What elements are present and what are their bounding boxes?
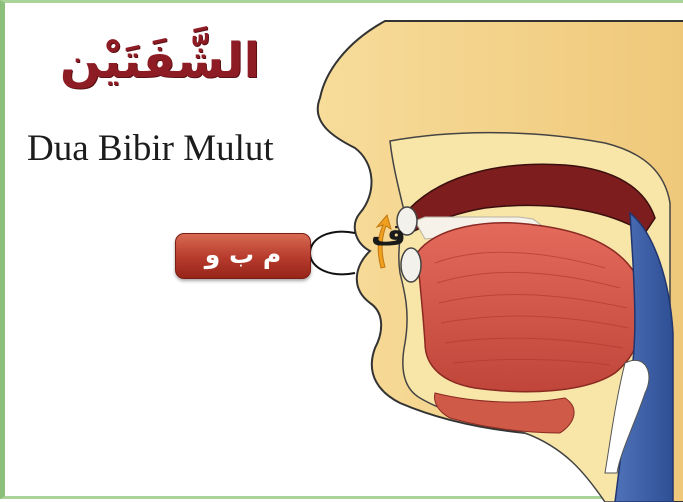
lower-lip (401, 248, 421, 282)
mouth-anatomy-illustration (5, 3, 683, 502)
highlight-letter: ف (371, 218, 406, 253)
letters-label: م ب و (175, 233, 311, 279)
lips-bracket (310, 232, 355, 275)
tongue (417, 223, 644, 392)
